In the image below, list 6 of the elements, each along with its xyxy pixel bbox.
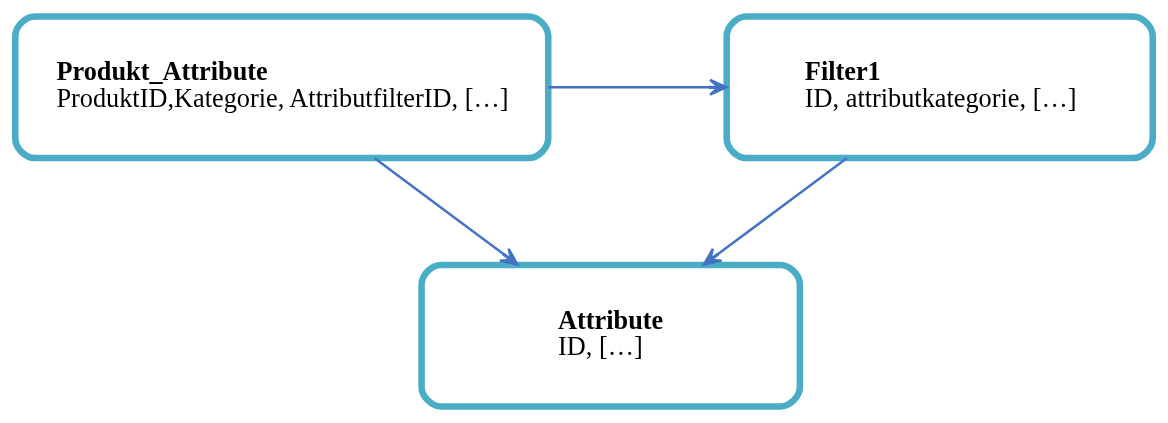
arrow [373,157,519,266]
arrow [548,78,728,96]
node-box: Produkt_Attribute ProduktID,Kategorie, AttributfilterID, […] [12,13,552,162]
node-box: Attribute ID, […] [418,261,804,410]
arrow [702,157,848,266]
node-box: Filter1 ID, attributkategorie, […] [723,13,1156,162]
